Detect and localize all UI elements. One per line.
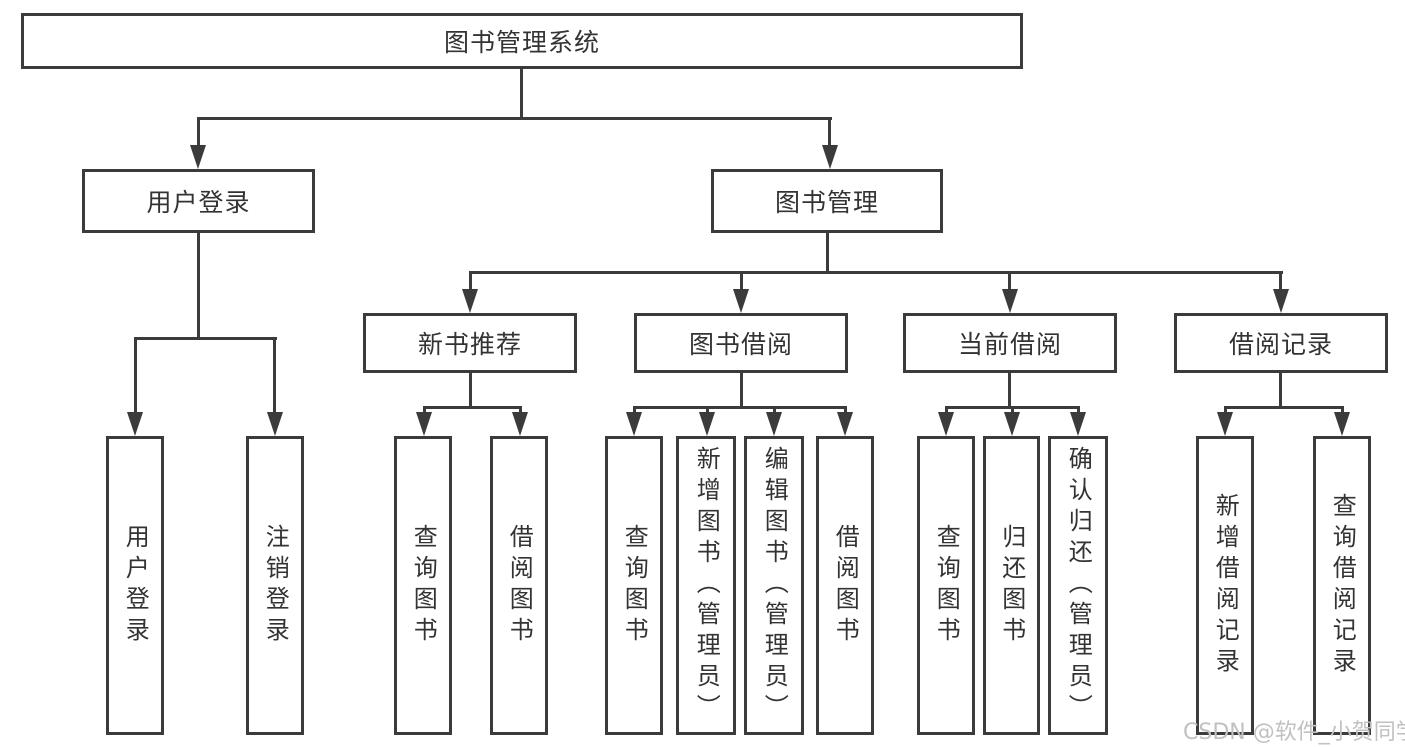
- node-leaf-confirm-return-admin: 确认归还（管理员）: [1048, 436, 1108, 735]
- connector-line: [134, 337, 277, 340]
- node-new-book-recommendation: 新书推荐: [363, 313, 577, 373]
- connector-line: [1008, 273, 1011, 291]
- node-leaf-edit-book-admin: 编辑图书（管理员）: [744, 436, 804, 735]
- connector-line: [1279, 273, 1282, 291]
- arrow-down-icon: [938, 412, 954, 436]
- connector-line: [740, 273, 743, 291]
- connector-line: [273, 339, 276, 414]
- arrow-down-icon: [626, 412, 642, 436]
- node-library-management-system: 图书管理系统: [21, 13, 1023, 69]
- arrow-down-icon: [837, 412, 853, 436]
- node-borrowing-records: 借阅记录: [1174, 313, 1388, 373]
- arrow-down-icon: [1070, 412, 1086, 436]
- connector-line: [469, 271, 1283, 274]
- connector-line: [520, 68, 523, 118]
- connector-line: [740, 373, 743, 409]
- arrow-down-icon: [1002, 289, 1018, 313]
- arrow-down-icon: [190, 145, 206, 169]
- connector-line: [197, 119, 200, 149]
- arrow-down-icon: [1334, 412, 1350, 436]
- connector-line: [828, 119, 831, 149]
- arrow-down-icon: [416, 412, 432, 436]
- node-leaf-query-books-current: 查询图书: [917, 436, 975, 735]
- node-leaf-logout: 注销登录: [246, 436, 304, 735]
- connector-line: [469, 273, 472, 291]
- connector-line: [1224, 406, 1344, 409]
- node-leaf-query-books-recommend: 查询图书: [394, 436, 452, 735]
- connector-line: [1279, 373, 1282, 409]
- node-leaf-return-books: 归还图书: [983, 436, 1040, 735]
- arrow-down-icon: [822, 145, 838, 169]
- arrow-down-icon: [462, 289, 478, 313]
- watermark: CSDN @软件_小贺同学: [1183, 720, 1405, 745]
- arrow-down-icon: [733, 289, 749, 313]
- node-book-management: 图书管理: [711, 169, 943, 233]
- node-leaf-user-login: 用户登录: [106, 436, 164, 735]
- connector-line: [134, 339, 137, 414]
- arrow-down-icon: [512, 412, 528, 436]
- node-leaf-query-borrow-record: 查询借阅记录: [1313, 436, 1371, 735]
- arrow-down-icon: [267, 412, 283, 436]
- connector-line: [469, 373, 472, 409]
- connector-line: [633, 406, 847, 409]
- connector-line: [945, 406, 1080, 409]
- connector-line: [826, 233, 829, 273]
- connector-line: [423, 406, 522, 409]
- node-current-borrowing: 当前借阅: [903, 313, 1117, 373]
- connector-line: [1008, 373, 1011, 409]
- connector-line: [197, 233, 200, 338]
- arrow-down-icon: [1004, 412, 1020, 436]
- node-leaf-add-borrow-record: 新增借阅记录: [1196, 436, 1254, 735]
- connector-line: [197, 117, 832, 120]
- node-leaf-borrow-books-recommend: 借阅图书: [490, 436, 548, 735]
- node-book-borrowing: 图书借阅: [634, 313, 848, 373]
- arrow-down-icon: [766, 412, 782, 436]
- arrow-down-icon: [1273, 289, 1289, 313]
- arrow-down-icon: [127, 412, 143, 436]
- node-leaf-borrow-books: 借阅图书: [816, 436, 874, 735]
- node-leaf-add-book-admin: 新增图书（管理员）: [676, 436, 736, 735]
- arrow-down-icon: [699, 412, 715, 436]
- arrow-down-icon: [1217, 412, 1233, 436]
- node-user-login: 用户登录: [82, 169, 315, 233]
- node-leaf-query-books-borrow: 查询图书: [605, 436, 663, 735]
